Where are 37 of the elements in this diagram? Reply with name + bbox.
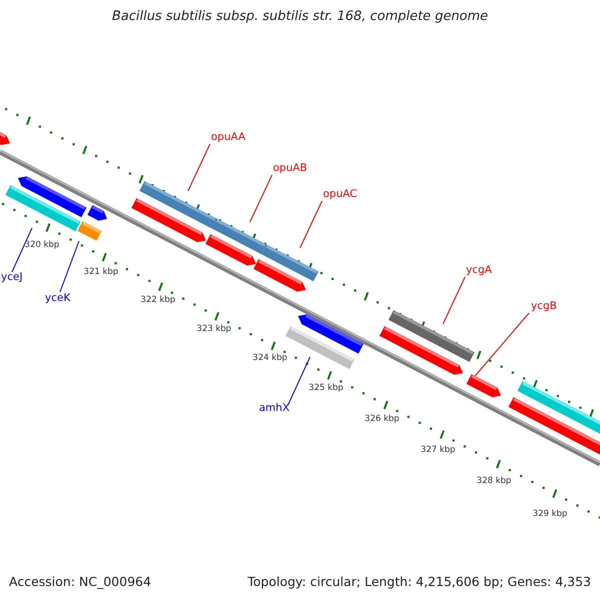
leader-line bbox=[250, 174, 272, 222]
gene-label: opuAA bbox=[211, 131, 246, 143]
gene-bar bbox=[466, 374, 501, 398]
position-label: 327 kbp bbox=[420, 445, 456, 455]
position-label: 321 kbp bbox=[84, 267, 118, 277]
gene-label: ycgA bbox=[466, 264, 492, 276]
footer-text: Accession: NC_000964 bbox=[9, 574, 152, 589]
gene-label: ycgB bbox=[531, 300, 557, 312]
gene-label: amhX bbox=[259, 402, 290, 414]
leader-line bbox=[474, 312, 530, 376]
position-label: 323 kbp bbox=[196, 324, 232, 334]
leader-line bbox=[188, 144, 210, 192]
leader-line bbox=[288, 356, 310, 406]
gene-label: opuAC bbox=[323, 188, 358, 200]
chart-title: Bacillus subtilis subsp. subtilis str. 168, complete genome bbox=[110, 9, 490, 24]
gene-label: yceK bbox=[45, 292, 70, 304]
gene-bar bbox=[5, 185, 81, 232]
position-label: 326 kbp bbox=[364, 414, 400, 424]
gene-bar bbox=[388, 310, 475, 362]
position-label: 325 kbp bbox=[308, 383, 344, 393]
gene-bar bbox=[285, 326, 355, 370]
gene-bar bbox=[139, 181, 217, 228]
leader-line bbox=[60, 240, 80, 292]
gene-bar bbox=[261, 244, 319, 282]
leader-line bbox=[442, 276, 466, 324]
position-label: 320 kbp bbox=[24, 240, 60, 250]
position-label: 322 kbp bbox=[140, 295, 176, 305]
gene-label: yceJ bbox=[1, 271, 23, 283]
gene-bar bbox=[77, 221, 102, 241]
position-label: 324 kbp bbox=[252, 353, 288, 363]
position-label: 328 kbp bbox=[476, 476, 512, 486]
leader-line bbox=[12, 228, 32, 272]
leader-line bbox=[300, 200, 322, 248]
footer-text: Topology: circular; Length: 4,215,606 bp; Genes: 4,353 bbox=[248, 574, 591, 589]
gene-bar bbox=[211, 218, 267, 254]
gene-label: opuAB bbox=[273, 162, 308, 174]
position-label: 329 kbp bbox=[532, 509, 568, 519]
